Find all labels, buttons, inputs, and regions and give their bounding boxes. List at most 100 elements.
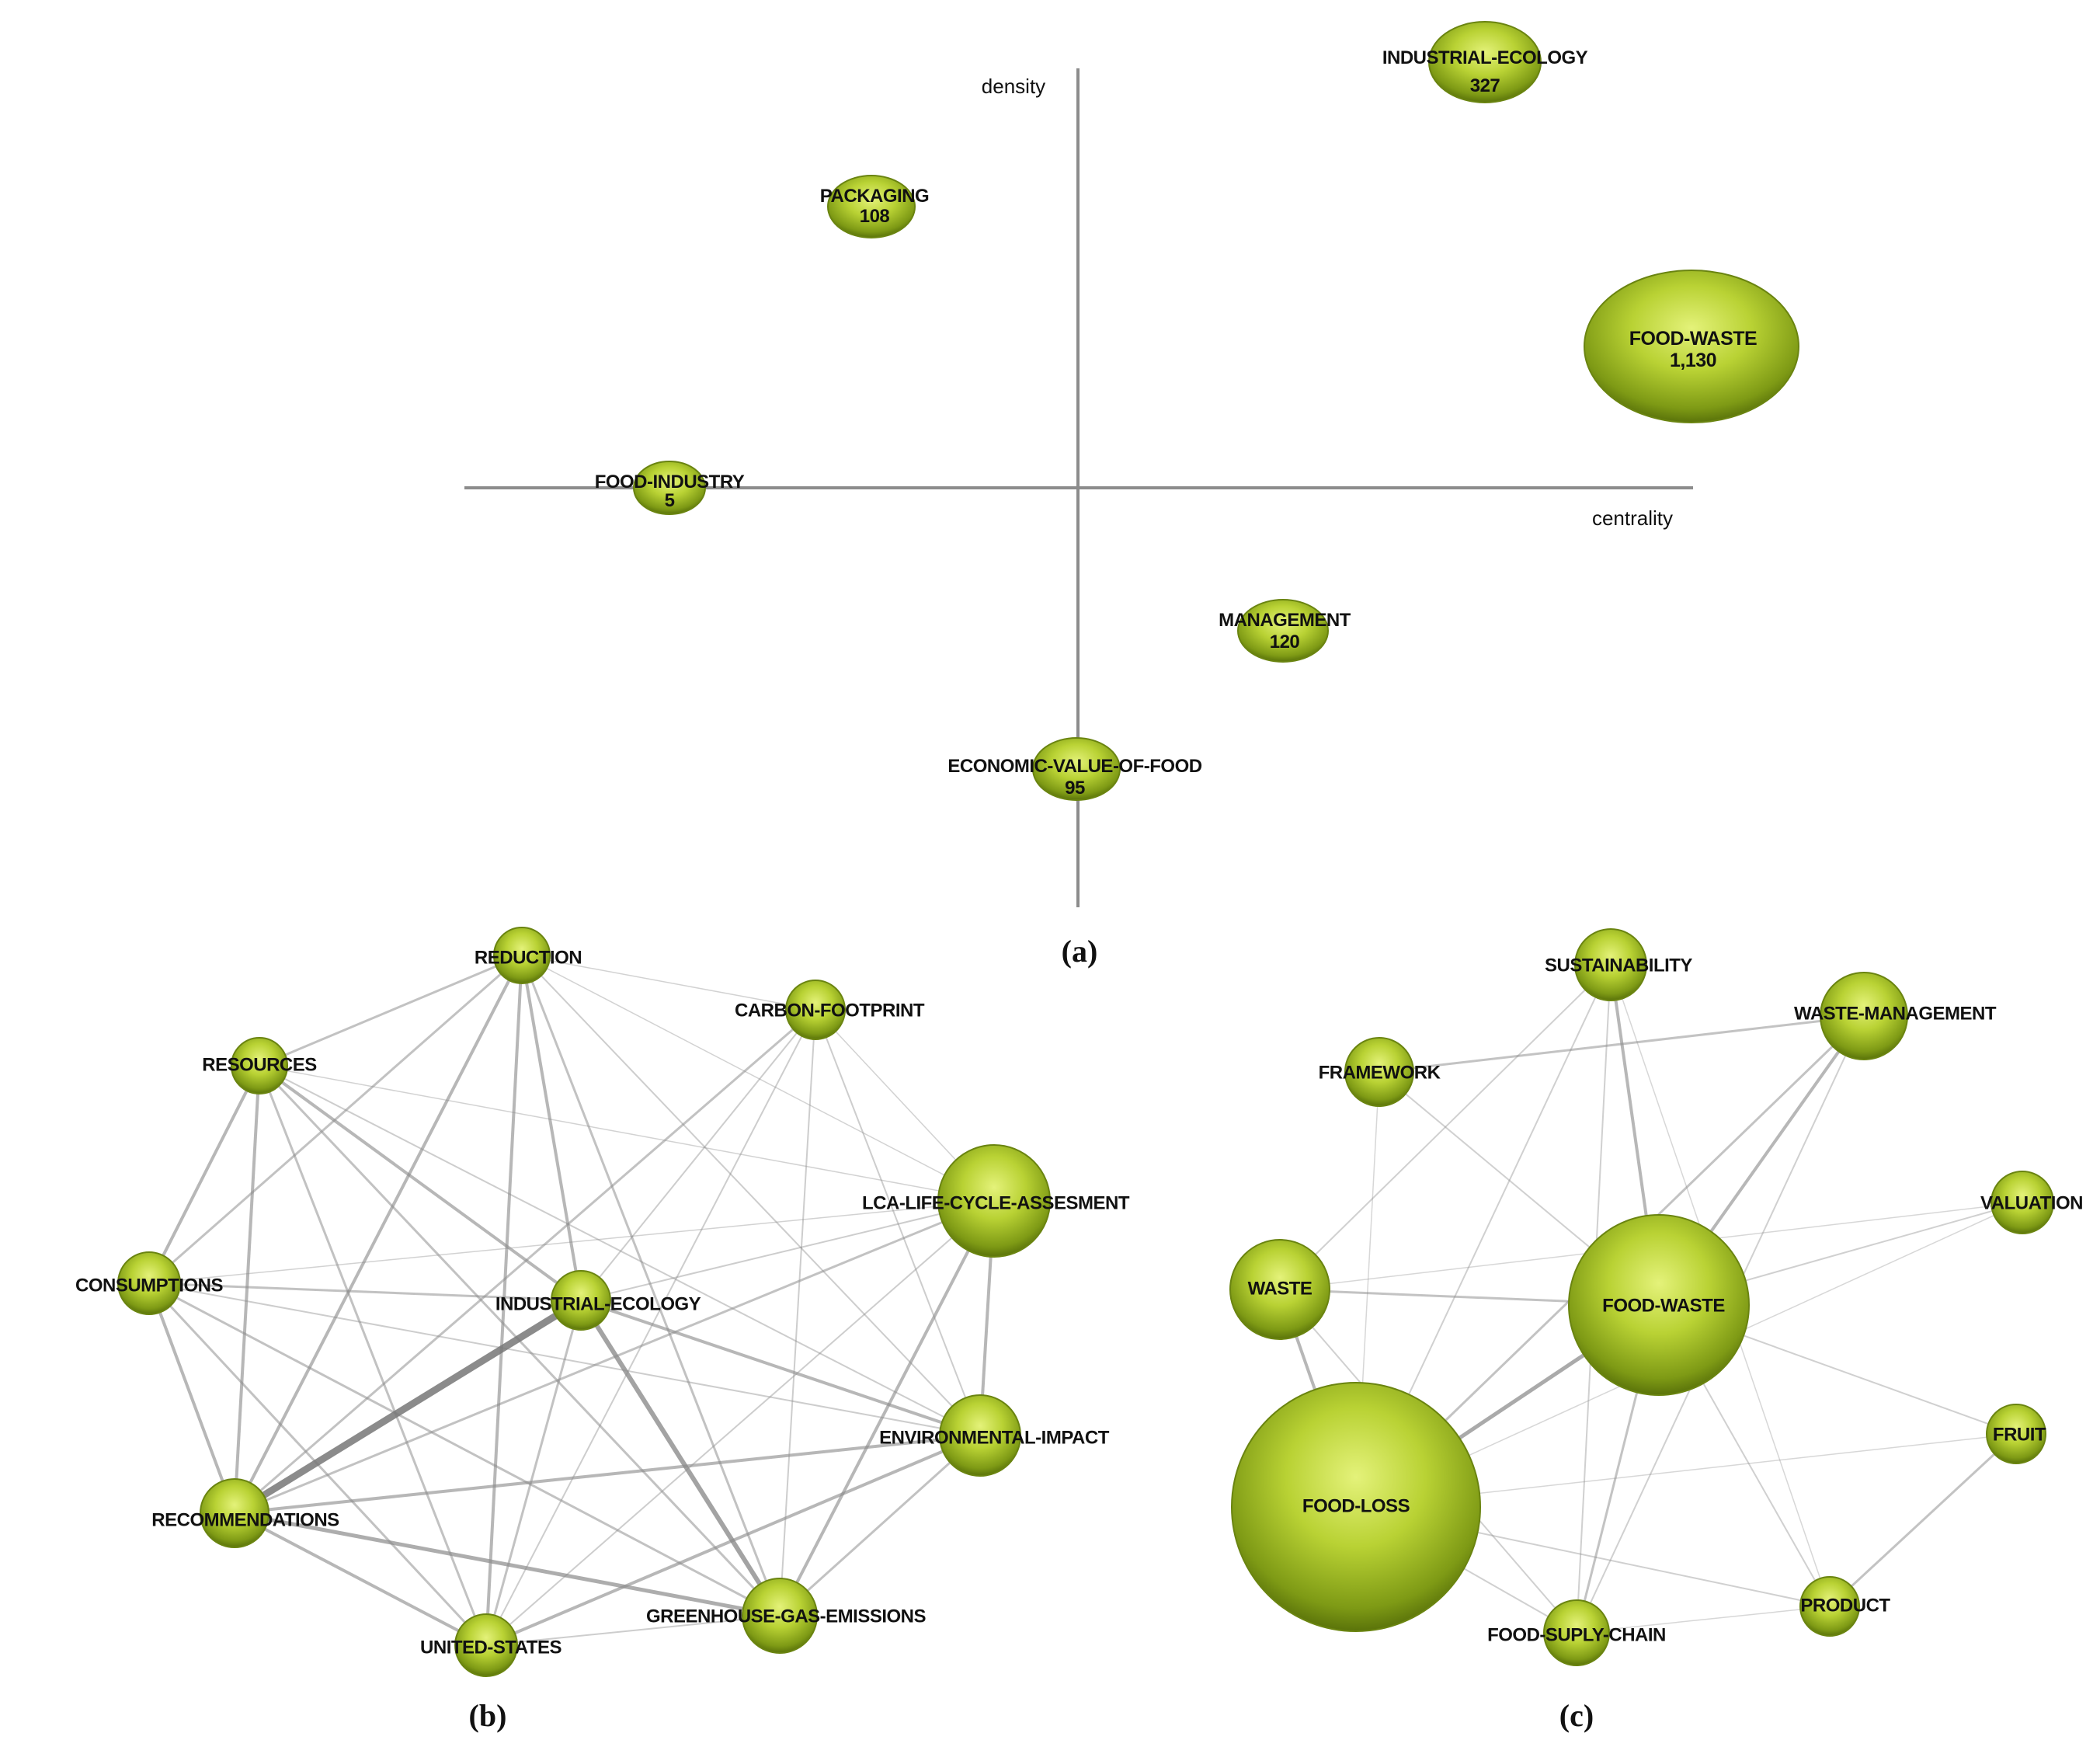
panel-b-caption: (b) — [469, 1698, 507, 1733]
edge-reduction-united-states — [485, 955, 523, 1646]
edge-environmental-impact-united-states — [485, 1434, 981, 1647]
edge-reduction-industrial-ecology — [520, 955, 582, 1301]
keyword-node-sustainability: SUSTAINABILITY — [1545, 928, 1693, 1001]
keyword-label: FOOD-WASTE — [1602, 1295, 1725, 1316]
edge-industrial-ecology-environmental-impact — [580, 1299, 981, 1437]
edge-carbon-footprint-greenhouse — [779, 1009, 816, 1616]
edge-resources-lca — [259, 1065, 995, 1202]
keyword-label: LCA-LIFE-CYCLE-ASSESMENT — [862, 1192, 1130, 1213]
keyword-node-framework: FRAMEWORK — [1319, 1037, 1441, 1107]
edge-reduction-consumptions — [148, 954, 523, 1285]
keyword-bubble — [1568, 1214, 1750, 1396]
keyword-bubble — [1986, 1404, 2046, 1464]
edge-consumptions-greenhouse — [148, 1282, 781, 1617]
panel-b-network: REDUCTION CARBON-FOOTPRINT RESOURCES LCA-LI… — [75, 927, 1130, 1733]
keyword-label: FRUIT — [1993, 1424, 2046, 1445]
keyword-node-fruit: FRUIT — [1986, 1404, 2046, 1464]
edge-resources-environmental-impact — [259, 1065, 981, 1436]
theme-bubble — [827, 175, 916, 238]
keyword-node-lca: LCA-LIFE-CYCLE-ASSESMENT — [862, 1144, 1130, 1258]
edge-waste-management-framework — [1379, 1014, 1865, 1074]
y-axis-label: density — [982, 75, 1045, 98]
edge-recommendations-greenhouse — [234, 1511, 781, 1618]
theme-label: PACKAGING — [820, 186, 929, 207]
edge-lca-united-states — [485, 1200, 995, 1646]
keyword-node-food-waste: FOOD-WASTE — [1568, 1214, 1750, 1396]
edge-industrial-ecology-recommendations — [232, 1297, 583, 1516]
theme-label: FOOD-WASTE — [1629, 328, 1757, 350]
theme-count: 95 — [1065, 778, 1085, 799]
keyword-label: SUSTAINABILITY — [1545, 955, 1692, 976]
keyword-label: FOOD-SUPLY-CHAIN — [1487, 1624, 1666, 1645]
keyword-label: RECOMMENDATIONS — [151, 1509, 339, 1530]
keyword-node-environmental-impact: ENVIRONMENTAL-IMPACT — [879, 1394, 1110, 1477]
edge-industrial-ecology-greenhouse — [579, 1299, 782, 1617]
keyword-bubble — [200, 1478, 269, 1548]
edge-carbon-footprint-industrial-ecology — [580, 1009, 816, 1301]
keyword-bubble — [454, 1613, 518, 1677]
keyword-bubble — [1543, 1599, 1610, 1666]
keyword-bubble — [231, 1037, 288, 1094]
keyword-label: GREENHOUSE-GAS-EMISSIONS — [646, 1606, 927, 1627]
edge-carbon-footprint-united-states — [485, 1009, 816, 1646]
keyword-node-resources: RESOURCES — [202, 1037, 318, 1094]
edge-greenhouse-united-states — [485, 1615, 781, 1646]
keyword-bubble — [1344, 1037, 1414, 1107]
edge-resources-united-states — [258, 1065, 488, 1646]
keyword-label: UNITED-STATES — [420, 1637, 562, 1658]
keyword-label: FOOD-LOSS — [1302, 1495, 1410, 1516]
keyword-bubble — [1990, 1171, 2054, 1234]
edge-resources-consumptions — [148, 1065, 261, 1284]
theme-bubble — [1032, 737, 1121, 801]
theme-label: FOOD-INDUSTRY — [595, 472, 745, 492]
edge-environmental-impact-recommendations — [234, 1434, 981, 1515]
keyword-bubble — [1231, 1382, 1481, 1632]
keyword-label: PRODUCT — [1800, 1595, 1890, 1616]
keyword-bubble — [551, 1270, 611, 1331]
keyword-bubble — [1799, 1576, 1860, 1637]
keyword-label: WASTE-MANAGEMENT — [1794, 1003, 1997, 1024]
edge-consumptions-recommendations — [148, 1282, 236, 1514]
keyword-bubble — [117, 1251, 181, 1315]
theme-count: 1,130 — [1670, 350, 1716, 371]
theme-count: 120 — [1270, 632, 1300, 652]
keyword-node-greenhouse: GREENHOUSE-GAS-EMISSIONS — [646, 1578, 927, 1654]
edge-carbon-footprint-recommendations — [234, 1008, 816, 1515]
edge-industrial-ecology-lca — [580, 1200, 995, 1301]
keyword-bubble — [1229, 1239, 1330, 1340]
edge-consumptions-lca — [148, 1200, 995, 1284]
keyword-label: ENVIRONMENTAL-IMPACT — [879, 1427, 1110, 1448]
edge-sustainability-waste — [1279, 964, 1612, 1290]
edge-fruit-product — [1828, 1432, 2018, 1608]
theme-bubble — [1584, 270, 1799, 423]
keyword-node-valuation: VALUATION — [1980, 1171, 2083, 1234]
panel-c-nodes: SUSTAINABILITY WASTE-MANAGEMENT FRAMEWORK V… — [1229, 928, 2083, 1666]
theme-label: INDUSTRIAL-ECOLOGY — [1382, 47, 1588, 68]
edge-reduction-lca — [521, 955, 995, 1202]
edge-recommendations-united-states — [234, 1512, 487, 1647]
keyword-node-reduction: REDUCTION — [475, 927, 582, 984]
theme-count: 327 — [1470, 75, 1500, 96]
edge-industrial-ecology-united-states — [485, 1300, 582, 1646]
panel-a-nodes: INDUSTRIAL-ECOLOGY 327PACKAGING108FOOD-WA… — [595, 21, 1799, 801]
keyword-node-product: PRODUCT — [1799, 1576, 1891, 1637]
keyword-bubble — [939, 1394, 1021, 1477]
keyword-bubble — [742, 1578, 818, 1654]
edge-reduction-recommendations — [233, 955, 523, 1514]
keyword-node-carbon-footprint: CARBON-FOOTPRINT — [735, 980, 925, 1040]
keyword-node-waste: WASTE — [1229, 1239, 1330, 1340]
edge-product-food-supply-chain — [1576, 1606, 1831, 1634]
edge-lca-greenhouse — [778, 1200, 996, 1616]
edge-reduction-greenhouse — [520, 955, 781, 1616]
keyword-label: INDUSTRIAL-ECOLOGY — [495, 1293, 701, 1314]
keyword-label: RESOURCES — [202, 1054, 317, 1075]
keyword-label: CONSUMPTIONS — [75, 1275, 224, 1296]
panel-c-caption: (c) — [1559, 1698, 1594, 1733]
edge-resources-industrial-ecology — [258, 1064, 582, 1302]
keyword-bubble — [493, 927, 551, 984]
